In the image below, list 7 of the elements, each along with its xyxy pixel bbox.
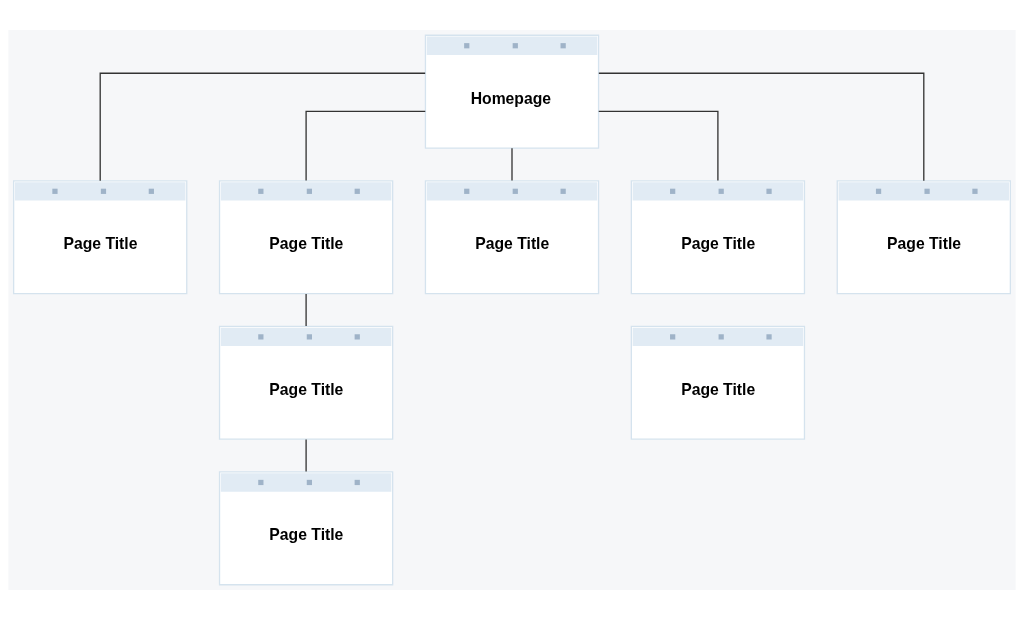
- connector: [511, 147, 513, 181]
- connector: [598, 72, 925, 181]
- connector: [305, 110, 426, 181]
- connector: [305, 438, 307, 472]
- connector: [598, 110, 719, 181]
- connector: [305, 292, 307, 327]
- connector: [99, 72, 426, 181]
